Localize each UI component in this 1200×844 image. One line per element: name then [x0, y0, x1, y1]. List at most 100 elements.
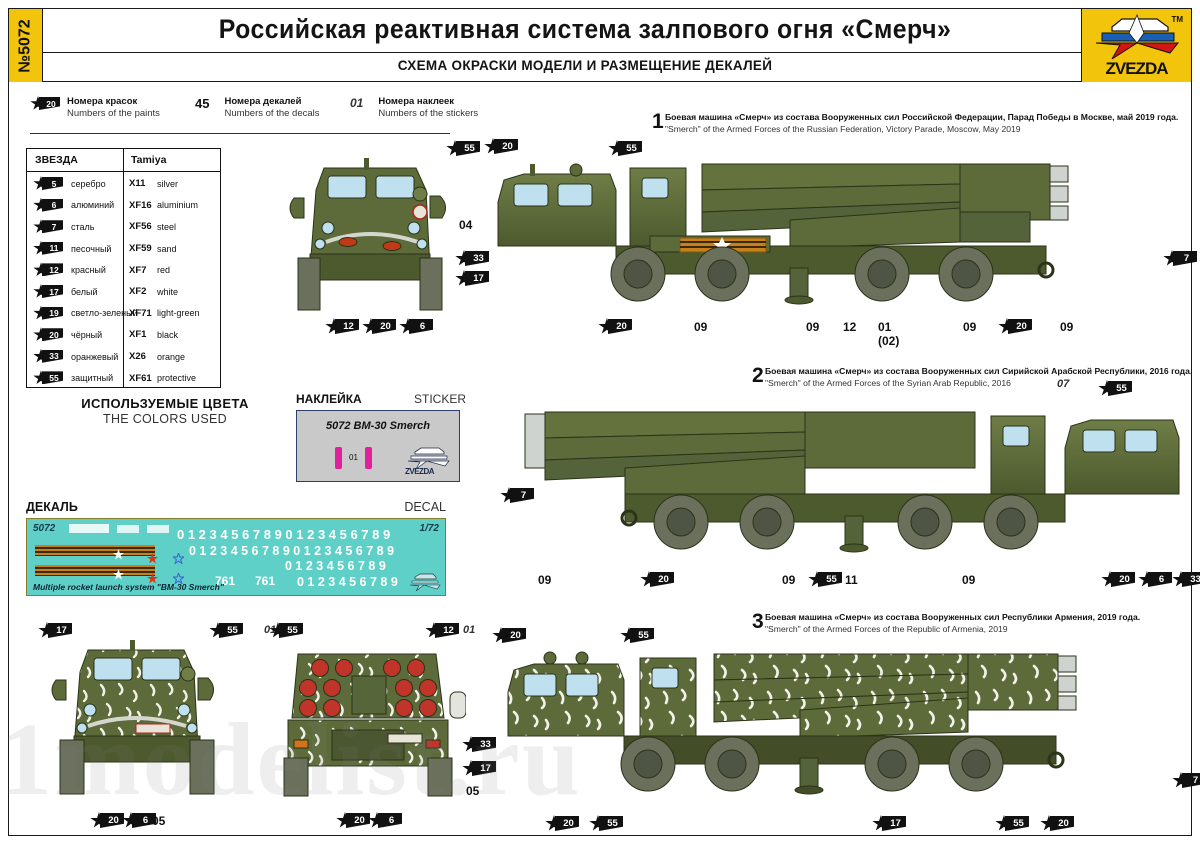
decal-plate-761-b: 761 — [255, 574, 276, 588]
trademark-label: TM — [1171, 15, 1183, 24]
callout-badge-20-icon: 20 — [484, 138, 518, 155]
paint-badge-17-icon: 17 — [33, 284, 63, 299]
variant-1-vehicle-art — [490, 150, 1190, 315]
variant-1-callout-paint-33: 33 — [455, 250, 489, 272]
zvezda-wordmark: ZVEZDA — [1105, 59, 1169, 78]
variant-3-vehicle-art — [500, 640, 1195, 805]
paint-name-ru-11: песочный — [71, 243, 112, 254]
callout-badge-6-icon: 6 — [368, 812, 402, 829]
sticker-mark-right — [365, 447, 372, 469]
paint-badge-33-icon: 33 — [33, 348, 63, 364]
tamiya-name-33: orange — [157, 351, 186, 362]
decal-star-red-2 — [147, 573, 158, 584]
callout-badge-12-icon: 12 — [425, 622, 459, 639]
legend-stickers-ru: Номера наклеек — [378, 96, 455, 107]
variant-1-callout-paint-20: 20 — [362, 318, 396, 340]
variant-3-callout-paint-55: 55 — [589, 815, 623, 837]
variant-2-callout-paint-55: 55 — [1098, 380, 1132, 402]
decal-number-row-2: 0 1 2 3 4 5 6 7 8 9 0 1 2 3 4 5 6 7 8 9 — [189, 544, 395, 558]
variant-1-callout-paint-55: 55 — [608, 140, 642, 162]
legend-stickers-en: Numbers of the stickers — [378, 108, 479, 119]
paint-badge-19-icon: 19 — [33, 305, 63, 321]
callout-badge-20-icon: 20 — [598, 318, 632, 335]
variant-1-callout-paint-55: 55 — [446, 140, 480, 162]
sticker-heading: НАКЛЕЙКА STICKER — [296, 392, 466, 406]
tamiya-name-7: steel — [157, 221, 177, 232]
paint-name-ru-6: алюминий — [71, 200, 115, 211]
variant-1-en: "Smerch" of the Armed Forces of the Russ… — [665, 124, 1021, 134]
colors-used-en: THE COLORS USED — [103, 412, 227, 426]
variant-1-callout-paint-6: 6 — [399, 318, 433, 340]
tamiya-code-19: XF71 — [129, 307, 152, 319]
variant-2-ru: Боевая машина «Смерч» из состава Вооруже… — [765, 366, 1193, 376]
callout-number-11: 11 — [845, 573, 858, 587]
callout-number-07: 07 — [1057, 378, 1070, 390]
variant-3-callout-paint-17: 17 — [872, 815, 906, 837]
variant-3-callout-paint-55: 55 — [995, 815, 1029, 837]
tamiya-name-19: light-green — [157, 308, 200, 319]
decal-star-white-2 — [113, 569, 124, 580]
tamiya-code-6: XF16 — [129, 199, 152, 211]
paint-name-ru-20: чёрный — [71, 329, 103, 340]
decal-zvezda-logo — [409, 573, 441, 591]
decal-scale: 1/72 — [419, 523, 439, 534]
paint-name-ru-33: оранжевый — [71, 351, 119, 362]
callout-badge-20-icon: 20 — [545, 815, 579, 832]
decal-star-blue-2 — [173, 573, 184, 584]
sticker-title: 5072 BM-30 Smerch — [326, 420, 430, 432]
bottom-front-callout-paint-20: 20 — [90, 812, 124, 834]
bottom-rear-callout-paint-12: 12 — [425, 622, 459, 644]
sticker-preview: 5072 BM-30 Smerch 01 ZVEZDA — [296, 410, 460, 482]
header-title-band — [9, 9, 1191, 53]
callout-number-09: 09 — [538, 573, 552, 587]
colors-used-heading: ИСПОЛЬЗУЕМЫЕ ЦВЕТА THE COLORS USED — [50, 396, 280, 426]
callout-number-09: 09 — [962, 573, 976, 587]
callout-badge-55-icon: 55 — [995, 815, 1029, 832]
page-frame — [8, 8, 1192, 836]
variant-3-callout-paint-7: 7 — [1172, 772, 1200, 794]
sticker-heading-ru: НАКЛЕЙКА — [296, 392, 362, 406]
callout-number-01: 01 — [264, 624, 277, 636]
paint-badge-5-icon: 5 — [33, 176, 63, 191]
decal-heading-en: DECAL — [404, 500, 446, 514]
top-front-view-art — [280, 150, 460, 340]
tamiya-name-5: silver — [157, 178, 179, 189]
callout-badge-55-icon: 55 — [589, 815, 623, 832]
st-george-ribbon-2 — [35, 565, 155, 576]
decal-number-row-1: 0 1 2 3 4 5 6 7 8 9 0 1 2 3 4 5 6 7 8 9 — [177, 527, 391, 542]
zvezda-star-icon — [1095, 13, 1180, 60]
callout-badge-7-icon: 7 — [1163, 250, 1197, 267]
decal-star-red-1 — [147, 553, 158, 564]
paint-table-col-tamiya: Tamiya — [131, 154, 167, 166]
sticker-heading-en: STICKER — [413, 392, 466, 406]
tamiya-name-12: red — [157, 265, 171, 276]
sticker-mark-left — [335, 447, 342, 469]
tamiya-code-7: XF56 — [129, 221, 152, 233]
variant-2-callout-paint-20: 20 — [1101, 571, 1135, 593]
paint-badge-6-icon: 6 — [33, 197, 63, 213]
bottom-rear-callout-paint-20: 20 — [336, 812, 370, 834]
decal-plate-761-a: 761 — [215, 574, 236, 588]
kit-number-label: №5072 — [16, 18, 34, 73]
callout-badge-55-icon: 55 — [1098, 380, 1132, 397]
decal-heading-ru: ДЕКАЛЬ — [26, 500, 78, 514]
variant-2-callout-paint-55: 55 — [808, 571, 842, 593]
variant-1-callout-paint-20: 20 — [998, 318, 1032, 340]
paint-table-col-zvezda: ЗВЕЗДА — [35, 154, 78, 166]
callout-badge-17-icon: 17 — [462, 760, 496, 777]
variant-1-number: 1 — [652, 110, 664, 133]
callout-number-09: 09 — [806, 320, 820, 334]
callout-badge-20-icon: 20 — [362, 318, 396, 335]
tamiya-code-5: X11 — [129, 178, 146, 190]
paint-badge-7-icon: 7 — [33, 219, 63, 234]
callout-badge-6-icon: 6 — [1138, 571, 1172, 588]
bottom-rear-view-art — [276, 636, 466, 808]
variant-1-callout-paint-7: 7 — [1163, 250, 1197, 272]
decal-caption: Multiple rocket launch system "BM-30 Sme… — [33, 582, 224, 592]
